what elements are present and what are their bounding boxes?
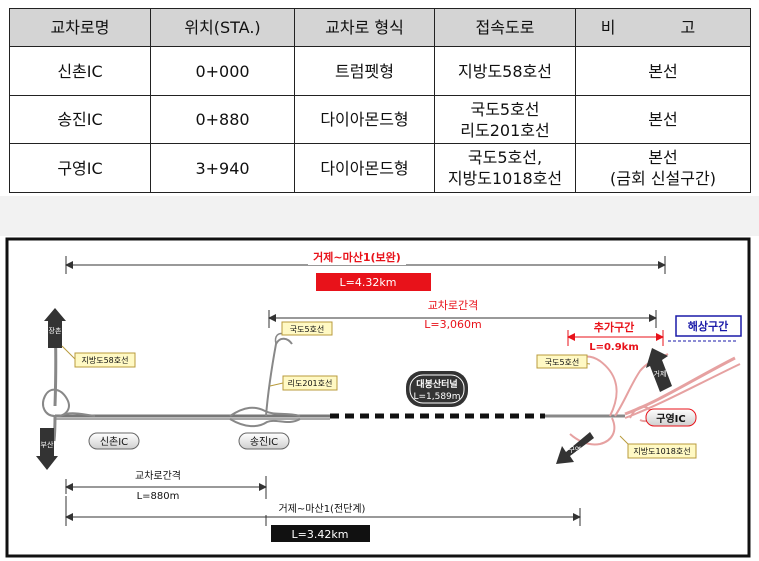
jangchon-arrow-label: 장촌 xyxy=(49,326,62,335)
bottom-interval-title: 교차로간격 xyxy=(135,469,181,482)
cell-note: 본선 xyxy=(575,46,751,96)
songjin-ic-pill xyxy=(238,432,290,450)
tag-ri201-leader xyxy=(269,382,284,387)
tag-road58-leader xyxy=(61,345,76,360)
cell-road: 지방도58호선 xyxy=(434,46,576,96)
table-row: 신촌IC 0+000 트럼펫형 지방도58호선 본선 xyxy=(9,46,751,96)
tunnel-title: 대봉산터널 xyxy=(416,378,457,390)
cell-road-line: 국도5호선, xyxy=(467,148,543,168)
cell-sta: 3+940 xyxy=(150,143,295,193)
busan-arrow-icon xyxy=(36,428,58,470)
cell-note-line: 본선 xyxy=(648,61,678,81)
songjin-ramp-north xyxy=(229,406,301,417)
header-sta: 위치(STA.) xyxy=(150,7,295,48)
tag-ri201: 리도201호선 xyxy=(288,379,333,388)
jangchon-arrow-icon xyxy=(44,308,66,348)
tag-road1018: 지방도1018호선 xyxy=(633,446,690,456)
cell-note-line: 본선 xyxy=(648,148,678,168)
tag-road5-songjin-box xyxy=(281,321,333,336)
cell-type: 트럼펫형 xyxy=(294,46,435,96)
cell-type: 다이아몬드형 xyxy=(294,143,435,193)
geoje-arrow-label: 거제 xyxy=(654,369,667,378)
bottom-interval-length: L=880m xyxy=(137,491,180,502)
new-section-road-lane xyxy=(624,363,741,419)
tag-road5-songjin: 국도5호선 xyxy=(290,325,325,334)
route-diagram: 거제~마산1(보완) L=4.32km 교차로간격 L=3,060m 추가구간 … xyxy=(5,237,751,558)
tag-road58: 지방도58호선 xyxy=(82,355,129,365)
road-58-south xyxy=(52,415,57,442)
cell-road-line: 지방도58호선 xyxy=(458,61,552,81)
bottom-span-length-box xyxy=(271,525,370,542)
sinchon-ic-label: 신촌IC xyxy=(100,436,128,448)
tag-road58-box xyxy=(74,352,136,368)
extra-span-length: L=0.9km xyxy=(589,342,639,353)
songjin-ic-label: 송진IC xyxy=(250,436,278,448)
sinchon-ic-pill xyxy=(88,432,140,450)
cell-road-line: 지방도1018호선 xyxy=(447,169,563,189)
sea-section-box xyxy=(675,315,742,337)
cell-note-line: 본선 xyxy=(648,110,678,130)
geoje-arrow-icon xyxy=(646,348,672,392)
section-gap xyxy=(0,196,759,236)
header-name: 교차로명 xyxy=(9,7,151,48)
header-road: 접속도로 xyxy=(434,7,576,48)
guyeong-ic-label: 구영IC xyxy=(656,412,685,425)
guyeongri-arrow-label: 구영리 xyxy=(568,445,587,454)
top-span-length: L=4.32km xyxy=(340,276,397,289)
cell-sta: 0+000 xyxy=(150,46,295,96)
guyeongri-arrow-icon xyxy=(556,432,594,464)
cell-note: 본선 xyxy=(575,94,751,145)
cell-note: 본선(금회 신설구간) xyxy=(575,143,751,193)
top-span-length-box xyxy=(316,273,431,291)
cell-name: 송진IC xyxy=(9,94,151,145)
tag-road5-guyeong-box xyxy=(536,354,588,369)
cell-road-line: 리도201호선 xyxy=(460,120,550,140)
tunnel-length: L=1,589m xyxy=(413,392,460,402)
header-type: 교차로 형식 xyxy=(294,7,435,48)
guyeong-ramp-south xyxy=(569,417,616,446)
sea-section-label: 해상구간 xyxy=(688,319,728,333)
table-header-row: 교차로명 위치(STA.) 교차로 형식 접속도로 비 고 xyxy=(9,7,751,48)
tag-road5-guyeong: 국도5호선 xyxy=(545,358,580,367)
header-note-text: 비 고 xyxy=(600,18,726,38)
songjin-ramp-south xyxy=(229,418,301,428)
busan-arrow-label: 부산 xyxy=(41,440,54,449)
sinchon-ramp xyxy=(59,412,96,417)
interchange-table: 교차로명 위치(STA.) 교차로 형식 접속도로 비 고 신촌IC 0+000… xyxy=(9,7,751,193)
tag-ri201-box xyxy=(282,375,338,391)
cell-note-line: (금회 신설구간) xyxy=(610,169,716,189)
cell-type: 다이아몬드형 xyxy=(294,94,435,145)
cell-name: 구영IC xyxy=(9,143,151,193)
cell-road: 국도5호선,지방도1018호선 xyxy=(434,143,576,193)
header-note: 비 고 xyxy=(575,7,751,48)
cell-road-line: 국도5호선 xyxy=(470,99,540,119)
bottom-span-length: L=3.42km xyxy=(292,528,349,541)
table-row: 구영IC 3+940 다이아몬드형 국도5호선,지방도1018호선 본선(금회 … xyxy=(9,143,751,193)
guyeong-ic-pill xyxy=(645,408,697,427)
songjin-road xyxy=(265,337,293,417)
tunnel-label-bg xyxy=(406,371,468,407)
tunnel-label-inner xyxy=(409,374,465,404)
bottom-span-title: 거제~마산1(전단계) xyxy=(279,503,366,515)
mid-span-title: 교차로간격 xyxy=(428,299,479,312)
extra-span-title: 추가구간 xyxy=(594,320,634,334)
mid-span-length: L=3,060m xyxy=(424,318,482,331)
cell-sta: 0+880 xyxy=(150,94,295,145)
bottom-span-title-bg xyxy=(265,499,380,515)
top-span-title-bg xyxy=(308,248,406,265)
tag-road1018-box xyxy=(627,443,697,459)
cell-name: 신촌IC xyxy=(9,46,151,96)
top-span-title: 거제~마산1(보완) xyxy=(313,250,401,264)
